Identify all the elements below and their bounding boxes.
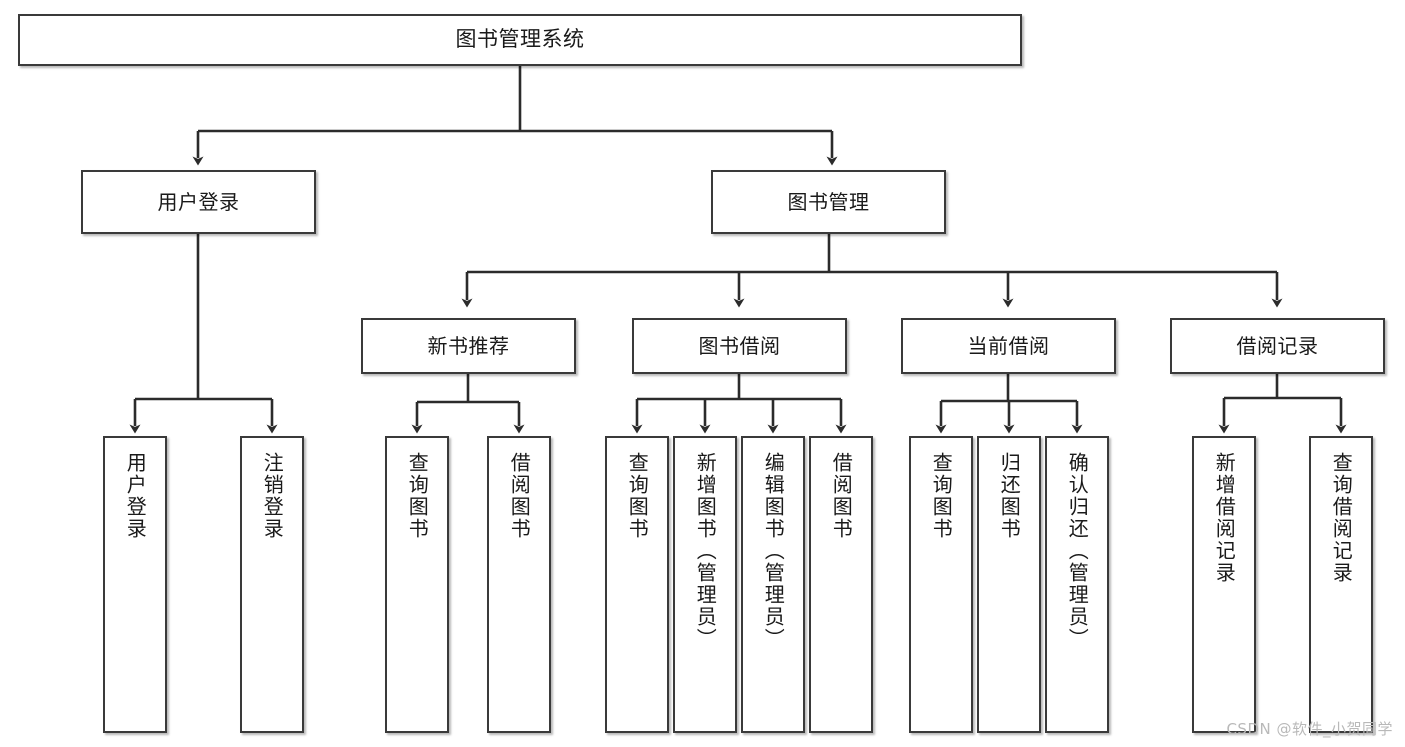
- node-label: 借阅图书: [829, 452, 854, 540]
- node-borrow-record[interactable]: 借阅记录: [1170, 318, 1385, 374]
- node-label: 借阅记录: [1236, 333, 1319, 358]
- leaf-user-login-login[interactable]: 用户登录: [103, 436, 167, 733]
- node-label: 新增图书（管理员）: [693, 452, 718, 650]
- leaf-user-login-logout[interactable]: 注销登录: [240, 436, 304, 733]
- leaf-book-borrow-borrow[interactable]: 借阅图书: [809, 436, 873, 733]
- node-label: 查询借阅记录: [1329, 452, 1354, 584]
- leaf-borrow-record-query[interactable]: 查询借阅记录: [1309, 436, 1373, 733]
- leaf-book-borrow-query[interactable]: 查询图书: [605, 436, 669, 733]
- node-label: 归还图书: [997, 452, 1022, 540]
- node-label: 注销登录: [260, 452, 285, 540]
- node-user-login[interactable]: 用户登录: [81, 170, 316, 234]
- leaf-new-book-borrow[interactable]: 借阅图书: [487, 436, 551, 733]
- leaf-book-borrow-add-admin[interactable]: 新增图书（管理员）: [673, 436, 737, 733]
- node-label: 图书借阅: [698, 333, 781, 358]
- node-label: 当前借阅: [967, 333, 1050, 358]
- leaf-current-borrow-confirm-admin[interactable]: 确认归还（管理员）: [1045, 436, 1109, 733]
- node-new-book-recommend[interactable]: 新书推荐: [361, 318, 576, 374]
- node-book-management-system[interactable]: 图书管理系统: [18, 14, 1022, 66]
- node-label: 查询图书: [625, 452, 650, 540]
- node-label: 新增借阅记录: [1212, 452, 1237, 584]
- leaf-book-borrow-edit-admin[interactable]: 编辑图书（管理员）: [741, 436, 805, 733]
- node-label: 新书推荐: [427, 333, 510, 358]
- node-book-management[interactable]: 图书管理: [711, 170, 946, 234]
- node-label: 查询图书: [405, 452, 430, 540]
- node-label: 查询图书: [929, 452, 954, 540]
- leaf-new-book-query[interactable]: 查询图书: [385, 436, 449, 733]
- node-label: 编辑图书（管理员）: [761, 452, 786, 650]
- node-current-borrow[interactable]: 当前借阅: [901, 318, 1116, 374]
- watermark-text: CSDN @软件_小贺同学: [1226, 720, 1393, 738]
- node-label: 用户登录: [123, 452, 148, 540]
- node-label: 确认归还（管理员）: [1065, 452, 1090, 650]
- node-label: 图书管理: [787, 189, 870, 214]
- node-label: 借阅图书: [507, 452, 532, 540]
- leaf-current-borrow-query[interactable]: 查询图书: [909, 436, 973, 733]
- node-book-borrow[interactable]: 图书借阅: [632, 318, 847, 374]
- leaf-current-borrow-return[interactable]: 归还图书: [977, 436, 1041, 733]
- node-label: 用户登录: [157, 189, 240, 214]
- leaf-borrow-record-add[interactable]: 新增借阅记录: [1192, 436, 1256, 733]
- node-label: 图书管理系统: [455, 27, 585, 52]
